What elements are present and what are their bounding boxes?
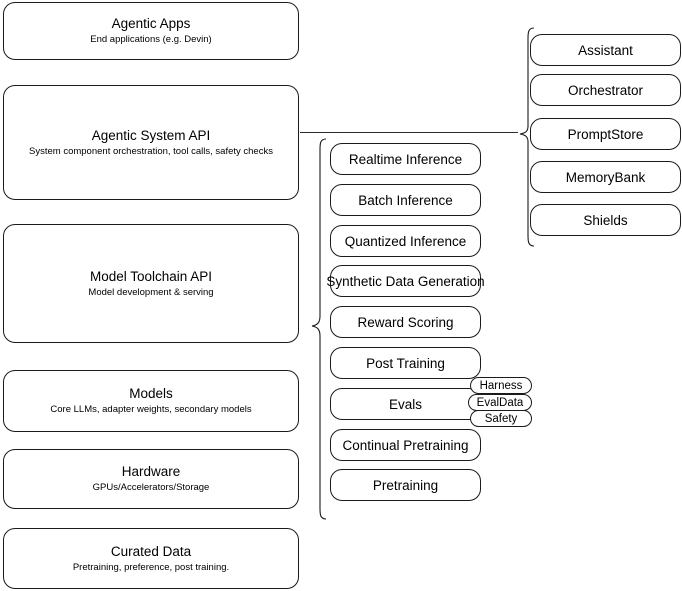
brace-toolchain xyxy=(311,138,327,520)
layer-subtitle: Model development & serving xyxy=(88,286,214,298)
evals-pill-evaldata[interactable]: EvalData xyxy=(468,394,532,411)
system-label: MemoryBank xyxy=(565,169,646,185)
layer-title: Agentic Apps xyxy=(111,16,191,31)
system-label: Assistant xyxy=(578,42,633,58)
layer-title: Curated Data xyxy=(110,543,192,559)
toolchain-box-batch-inference[interactable]: Batch Inference xyxy=(330,184,481,216)
evals-pill-harness[interactable]: Harness xyxy=(470,377,532,394)
brace-system-components xyxy=(519,27,535,247)
toolchain-box-reward-scoring[interactable]: Reward Scoring xyxy=(330,306,481,338)
layer-subtitle: Core LLMs, adapter weights, secondary mo… xyxy=(50,404,252,415)
system-label: Shields xyxy=(583,212,628,228)
toolchain-label: Post Training xyxy=(366,355,445,371)
system-label: Orchestrator xyxy=(567,82,644,98)
toolchain-box-pretraining[interactable]: Pretraining xyxy=(330,469,481,501)
layer-subtitle: GPUs/Accelerators/Storage xyxy=(92,482,210,493)
system-box-shields[interactable]: Shields xyxy=(530,204,681,236)
layer-box-agentic-system-api[interactable]: Agentic System API System component orch… xyxy=(3,85,299,200)
toolchain-label: Evals xyxy=(388,396,422,412)
layer-box-models[interactable]: Models Core LLMs, adapter weights, secon… xyxy=(3,370,299,432)
toolchain-box-quantized-inference[interactable]: Quantized Inference xyxy=(330,225,481,257)
evals-pill-label: EvalData xyxy=(476,396,524,409)
layer-box-model-toolchain-api[interactable]: Model Toolchain API Model development & … xyxy=(3,224,299,343)
toolchain-label: Synthetic Data Generation xyxy=(326,273,485,289)
layer-subtitle: Pretraining, preference, post training. xyxy=(72,561,230,573)
toolchain-box-synthetic-data-generation[interactable]: Synthetic Data Generation xyxy=(326,265,485,297)
layer-subtitle: System component orchestration, tool cal… xyxy=(29,145,273,157)
system-box-memorybank[interactable]: MemoryBank xyxy=(530,161,681,193)
system-box-assistant[interactable]: Assistant xyxy=(530,34,681,66)
toolchain-label: Realtime Inference xyxy=(348,151,463,167)
evals-pill-label: Safety xyxy=(484,412,518,425)
system-box-promptstore[interactable]: PromptStore xyxy=(530,118,681,150)
system-label: PromptStore xyxy=(567,126,644,142)
layer-title: Agentic System API xyxy=(91,127,211,143)
toolchain-label: Pretraining xyxy=(372,477,439,493)
layer-box-agentic-apps[interactable]: Agentic Apps End applications (e.g. Devi… xyxy=(3,2,299,60)
toolchain-label: Reward Scoring xyxy=(357,314,454,330)
toolchain-box-evals[interactable]: Evals xyxy=(330,388,481,420)
layer-subtitle: End applications (e.g. Devin) xyxy=(90,34,212,45)
layer-box-curated-data[interactable]: Curated Data Pretraining, preference, po… xyxy=(3,528,299,589)
system-box-orchestrator[interactable]: Orchestrator xyxy=(530,74,681,106)
layer-title: Hardware xyxy=(121,464,181,479)
layer-title: Model Toolchain API xyxy=(89,268,213,284)
toolchain-label: Quantized Inference xyxy=(344,233,467,249)
toolchain-box-post-training[interactable]: Post Training xyxy=(330,347,481,379)
evals-pill-safety[interactable]: Safety xyxy=(470,410,532,427)
toolchain-label: Batch Inference xyxy=(358,192,453,208)
toolchain-box-realtime-inference[interactable]: Realtime Inference xyxy=(330,143,481,175)
connector-line-system-api xyxy=(300,132,518,133)
evals-pill-label: Harness xyxy=(479,379,523,392)
toolchain-label: Continual Pretraining xyxy=(342,437,469,453)
toolchain-box-continual-pretraining[interactable]: Continual Pretraining xyxy=(330,429,481,461)
layer-title: Models xyxy=(129,386,173,401)
layer-box-hardware[interactable]: Hardware GPUs/Accelerators/Storage xyxy=(3,449,299,509)
